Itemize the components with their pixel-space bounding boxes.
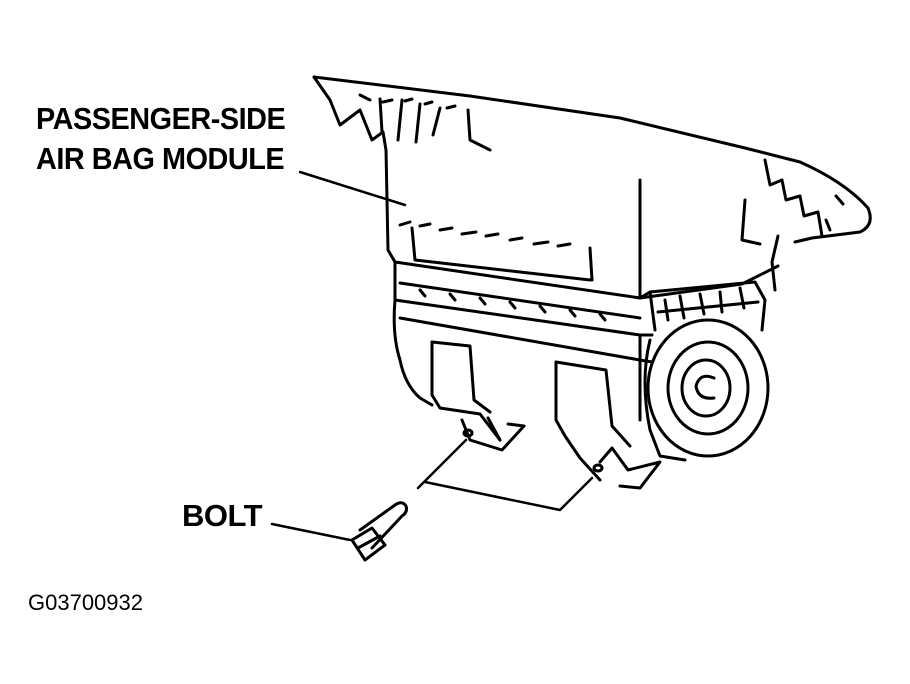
airbag-module-label-line1: PASSENGER-SIDE <box>36 101 286 136</box>
airbag-module-housing <box>312 75 872 422</box>
leader-line-bolt <box>270 522 352 542</box>
inflator-cylinder <box>643 318 770 462</box>
figure-id: G03700932 <box>28 590 143 615</box>
leader-line-module <box>298 170 407 207</box>
alignment-lines <box>416 438 594 512</box>
mounting-bracket-right <box>554 360 662 490</box>
mounting-bracket-left <box>430 340 526 452</box>
airbag-module-label-line2: AIR BAG MODULE <box>36 141 285 176</box>
bolt-label: BOLT <box>182 498 263 533</box>
bolt <box>350 501 408 562</box>
